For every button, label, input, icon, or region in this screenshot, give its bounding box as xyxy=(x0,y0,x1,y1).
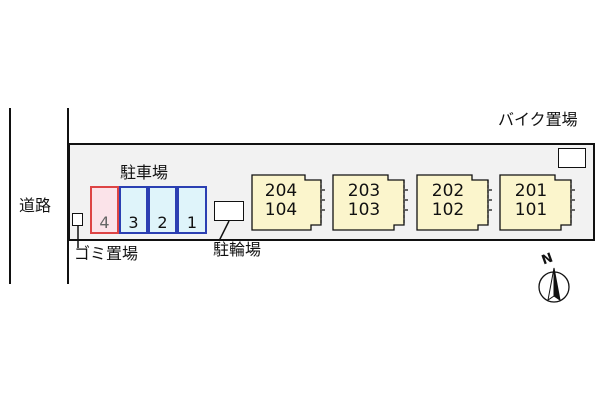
bicycle-parking-label: 駐輪場 xyxy=(213,240,262,259)
parking-space-3[interactable]: 3 xyxy=(119,186,148,234)
parking-space-2[interactable]: 2 xyxy=(148,186,177,234)
bike-parking-label: バイク置場 xyxy=(498,110,578,129)
garbage-label: ゴミ置場 xyxy=(74,244,139,263)
road-edge-left xyxy=(9,108,11,284)
parking-label: 駐車場 xyxy=(120,163,169,182)
unit-lower-number: 101 xyxy=(514,200,548,220)
unit-upper-number: 204 xyxy=(264,181,298,201)
unit-upper-number: 203 xyxy=(347,181,381,201)
bike-parking-box xyxy=(558,148,586,168)
bicycle-leader-line xyxy=(218,220,230,242)
unit-upper-number: 202 xyxy=(431,181,465,201)
parking-space-1[interactable]: 1 xyxy=(177,186,207,234)
north-arrow-icon xyxy=(538,267,570,303)
unit-lower-number: 103 xyxy=(347,200,381,220)
unit-lower-number: 102 xyxy=(431,200,465,220)
north-compass: N xyxy=(534,250,574,306)
parking-space-4[interactable]: 4 xyxy=(90,186,119,234)
unit-201[interactable]: 201 101 xyxy=(507,182,555,220)
garbage-leader-line xyxy=(77,226,79,248)
unit-lower-number: 104 xyxy=(264,200,298,220)
unit-203[interactable]: 203 103 xyxy=(340,182,388,220)
apartment-building xyxy=(251,174,575,231)
unit-204[interactable]: 204 104 xyxy=(257,182,305,220)
road-label: 道路 xyxy=(19,196,52,215)
unit-upper-number: 201 xyxy=(514,181,548,201)
unit-202[interactable]: 202 102 xyxy=(424,182,472,220)
bicycle-parking-box xyxy=(214,201,244,221)
garbage-area-box xyxy=(72,213,83,226)
